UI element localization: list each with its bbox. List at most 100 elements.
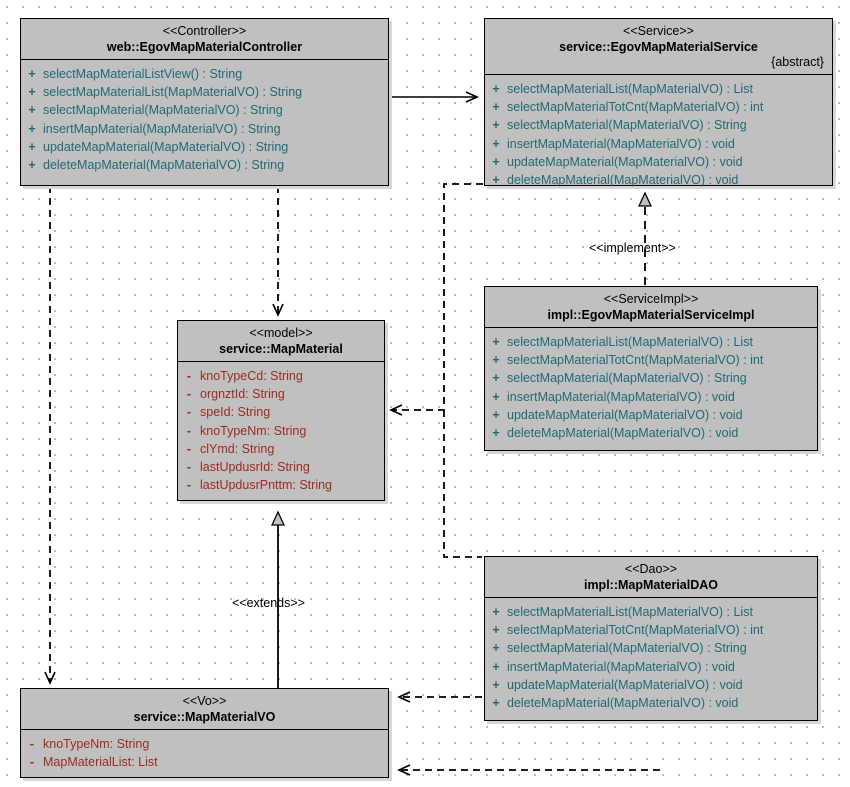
visibility-marker: + <box>28 103 36 118</box>
class-name: impl::EgovMapMaterialServiceImpl <box>547 308 755 322</box>
class-member: + deleteMapMaterial(MapMaterialVO) : voi… <box>485 694 817 712</box>
class-divider <box>178 361 384 362</box>
class-name: impl::MapMaterialDAO <box>583 578 719 592</box>
visibility-marker: + <box>492 118 500 133</box>
class-member: + selectMapMaterialTotCnt(MapMaterialVO)… <box>485 621 817 639</box>
member-signature: selectMapMaterial(MapMaterialVO) : Strin… <box>507 371 747 386</box>
visibility-marker: - <box>186 387 192 402</box>
class-name: service::MapMaterialVO <box>133 710 276 724</box>
member-signature: lastUpdusrId: String <box>200 460 310 475</box>
visibility-marker: + <box>492 100 500 115</box>
member-signature: updateMapMaterial(MapMaterialVO) : void <box>507 677 743 692</box>
visibility-marker: + <box>492 389 500 404</box>
class-member: + selectMapMaterial(MapMaterialVO) : Str… <box>485 116 832 134</box>
class-box-model[interactable]: <<model>> service::MapMaterial - knoType… <box>177 320 385 501</box>
visibility-marker: + <box>492 371 500 386</box>
class-member: + selectMapMaterialList(MapMaterialVO) :… <box>21 83 388 101</box>
member-signature: insertMapMaterial(MapMaterialVO) : void <box>507 136 735 151</box>
visibility-marker: + <box>492 623 500 638</box>
class-divider <box>21 729 388 730</box>
class-member: + selectMapMaterialListView() : String <box>21 65 388 83</box>
class-header-service: <<Service>> service::EgovMapMaterialServ… <box>485 19 832 74</box>
class-member: + selectMapMaterialList(MapMaterialVO) :… <box>485 333 817 351</box>
visibility-marker: - <box>186 405 192 420</box>
class-member: + updateMapMaterial(MapMaterialVO) : voi… <box>485 676 817 694</box>
class-member: + selectMapMaterialTotCnt(MapMaterialVO)… <box>485 351 817 369</box>
class-box-controller[interactable]: <<Controller>> web::EgovMapMaterialContr… <box>20 18 389 186</box>
class-header-serviceimpl: <<ServiceImpl>> impl::EgovMapMaterialSer… <box>485 287 817 327</box>
class-members-serviceimpl: + selectMapMaterialList(MapMaterialVO) :… <box>485 328 817 448</box>
class-member: - speId: String <box>178 403 384 421</box>
class-stereotype: <<Controller>> <box>162 24 247 38</box>
class-box-serviceimpl[interactable]: <<ServiceImpl>> impl::EgovMapMaterialSer… <box>484 286 818 451</box>
visibility-marker: + <box>28 139 36 154</box>
class-box-service[interactable]: <<Service>> service::EgovMapMaterialServ… <box>484 18 833 187</box>
class-header-dao: <<Dao>> impl::MapMaterialDAO <box>485 557 817 597</box>
member-signature: knoTypeNm: String <box>43 737 150 751</box>
member-signature: deleteMapMaterial(MapMaterialVO) : void <box>507 173 739 188</box>
visibility-marker: - <box>186 478 192 493</box>
member-signature: selectMapMaterial(MapMaterialVO) : Strin… <box>507 641 747 656</box>
class-stereotype: <<Vo>> <box>182 694 227 708</box>
class-header-controller: <<Controller>> web::EgovMapMaterialContr… <box>21 19 388 59</box>
class-member: + deleteMapMaterial(MapMaterialVO) : voi… <box>485 424 817 442</box>
class-divider <box>21 59 388 60</box>
class-member: + deleteMapMaterial(MapMaterialVO) : voi… <box>485 171 832 189</box>
member-signature: orgnztId: String <box>200 387 285 402</box>
class-member: + selectMapMaterialTotCnt(MapMaterialVO)… <box>485 98 832 116</box>
visibility-marker: + <box>492 659 500 674</box>
class-member: + insertMapMaterial(MapMaterialVO) : voi… <box>485 135 832 153</box>
visibility-marker: + <box>492 353 500 368</box>
class-name: web::EgovMapMaterialController <box>106 40 303 54</box>
class-member: - MapMaterialList: List <box>21 753 388 771</box>
class-member: - knoTypeCd: String <box>178 367 384 385</box>
class-name: service::MapMaterial <box>219 342 343 356</box>
relationship-label-extends: <<extends>> <box>232 596 305 610</box>
visibility-marker: + <box>28 67 36 81</box>
visibility-marker: + <box>492 154 500 169</box>
visibility-marker: + <box>28 121 36 136</box>
member-signature: selectMapMaterial(MapMaterialVO) : Strin… <box>43 103 283 118</box>
class-member: + insertMapMaterial(MapMaterialVO) : voi… <box>485 388 817 406</box>
class-member: + updateMapMaterial(MapMaterialVO) : Str… <box>21 138 388 156</box>
abstract-marker: {abstract} <box>771 55 824 69</box>
member-signature: knoTypeCd: String <box>200 369 303 383</box>
class-member: + selectMapMaterial(MapMaterialVO) : Str… <box>485 369 817 387</box>
member-signature: speId: String <box>200 405 271 420</box>
class-member: + selectMapMaterial(MapMaterialVO) : Str… <box>485 639 817 657</box>
class-member: + insertMapMaterial(MapMaterialVO) : Str… <box>21 120 388 138</box>
class-member: - clYmd: String <box>178 440 384 458</box>
member-signature: selectMapMaterialList(MapMaterialVO) : L… <box>507 82 753 96</box>
class-member: + deleteMapMaterial(MapMaterialVO) : Str… <box>21 156 388 174</box>
visibility-marker: - <box>29 737 35 751</box>
visibility-marker: + <box>492 426 500 441</box>
class-box-vo[interactable]: <<Vo>> service::MapMaterialVO - knoTypeN… <box>20 688 389 778</box>
visibility-marker: + <box>492 335 500 349</box>
class-divider <box>485 74 832 75</box>
member-signature: deleteMapMaterial(MapMaterialVO) : Strin… <box>43 158 285 173</box>
member-signature: selectMapMaterialTotCnt(MapMaterialVO) :… <box>507 623 764 638</box>
class-box-dao[interactable]: <<Dao>> impl::MapMaterialDAO + selectMap… <box>484 556 818 721</box>
member-signature: lastUpdusrPnttm: String <box>200 478 332 493</box>
visibility-marker: - <box>186 423 192 438</box>
member-signature: selectMapMaterial(MapMaterialVO) : Strin… <box>507 118 747 133</box>
visibility-marker: + <box>492 641 500 656</box>
visibility-marker: + <box>492 677 500 692</box>
class-member: - lastUpdusrId: String <box>178 458 384 476</box>
class-members-dao: + selectMapMaterialList(MapMaterialVO) :… <box>485 598 817 718</box>
class-member: - knoTypeNm: String <box>21 735 388 753</box>
visibility-marker: - <box>29 755 35 770</box>
class-members-service: + selectMapMaterialList(MapMaterialVO) :… <box>485 75 832 195</box>
class-members-model: - knoTypeCd: String - orgnztId: String -… <box>178 362 384 500</box>
class-member: - orgnztId: String <box>178 385 384 403</box>
class-members-controller: + selectMapMaterialListView() : String +… <box>21 60 388 180</box>
class-member: - knoTypeNm: String <box>178 422 384 440</box>
class-name: service::EgovMapMaterialService <box>559 40 758 54</box>
member-signature: insertMapMaterial(MapMaterialVO) : void <box>507 389 735 404</box>
member-signature: knoTypeNm: String <box>200 423 307 438</box>
relationship-label-implement: <<implement>> <box>589 241 676 255</box>
member-signature: selectMapMaterialList(MapMaterialVO) : L… <box>507 335 753 349</box>
visibility-marker: + <box>492 82 500 96</box>
visibility-marker: + <box>492 696 500 711</box>
